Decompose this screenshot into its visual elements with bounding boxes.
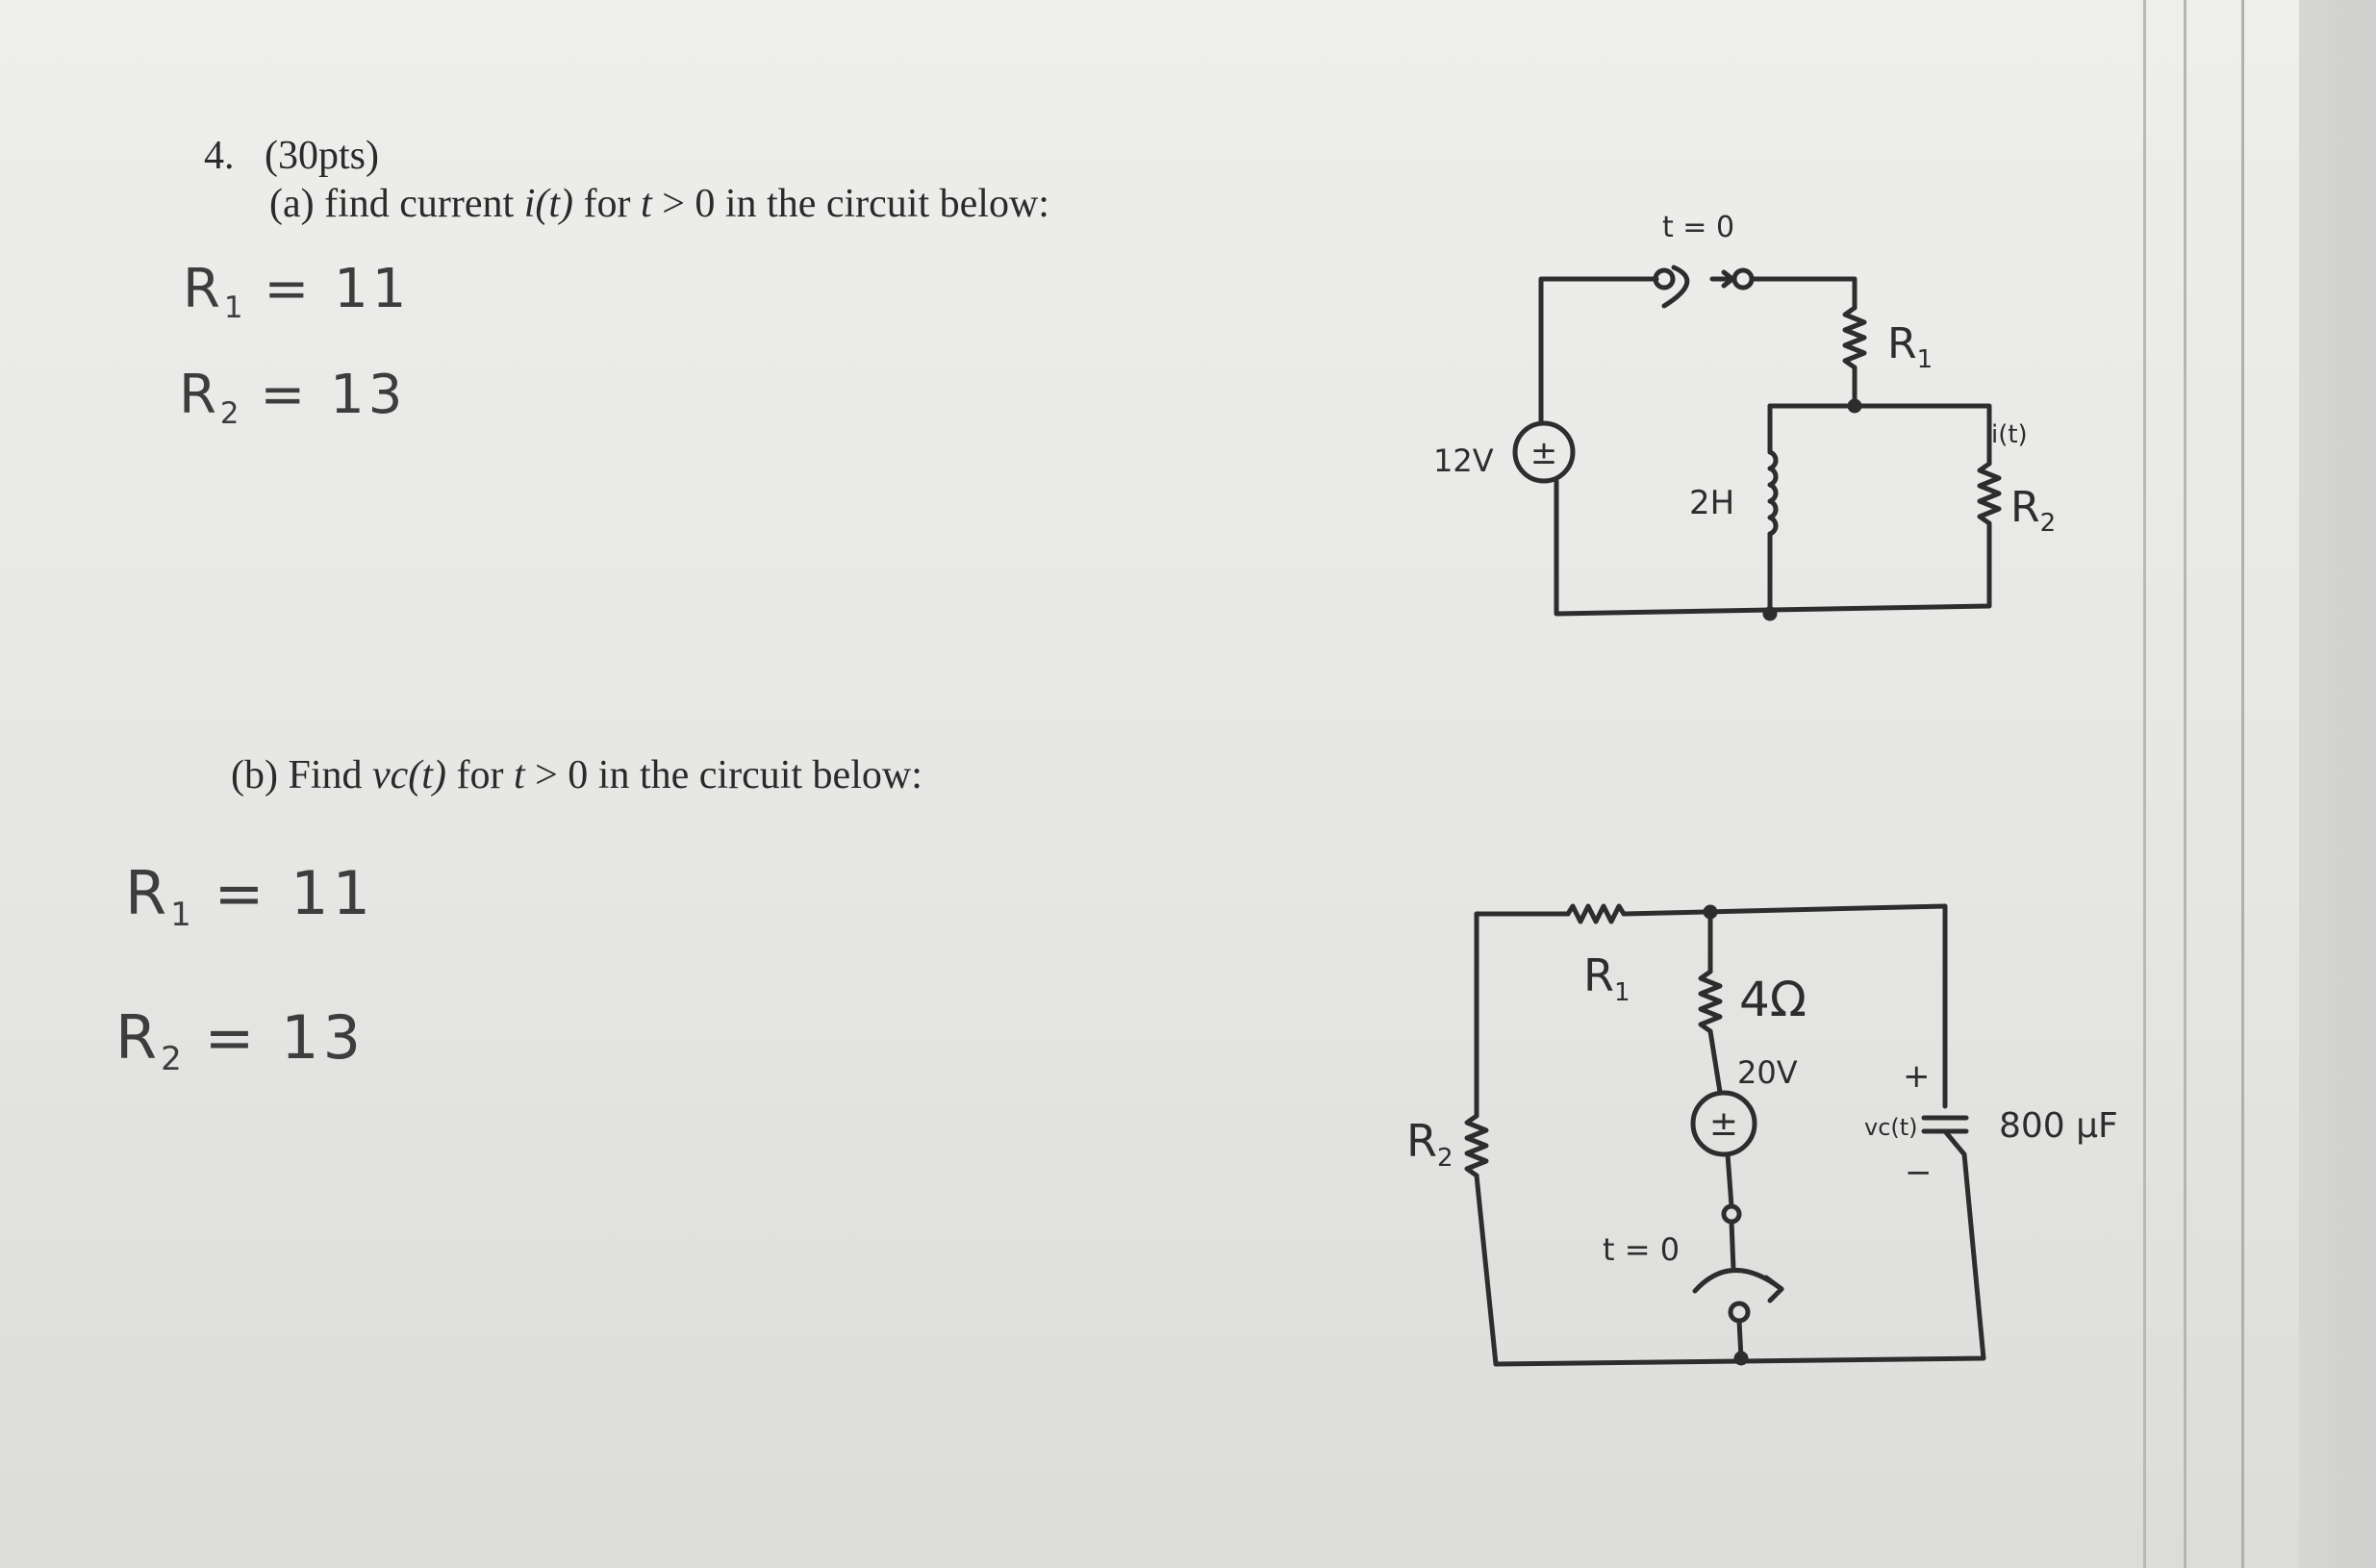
paper-stack-edge: [2299, 0, 2376, 1568]
circuit-b-switch-contact-bottom: [1728, 1301, 1751, 1324]
circuit-b-wire: [1729, 1219, 1736, 1273]
circuit-b-wire: [1707, 1028, 1723, 1095]
circuit-a-current-label: i(t): [1991, 420, 2028, 449]
circuit-b-r2-zigzag: [1464, 1113, 1489, 1178]
circuit-a-wire: [1538, 276, 1659, 426]
part-b-prompt: (b) Find vc(t) for t > 0 in the circuit …: [231, 753, 923, 797]
part-a-given-r2: R2 = 13: [179, 364, 407, 431]
circuit-a-r1-zigzag: [1842, 305, 1867, 370]
circuit-a-r1-label: R1: [1887, 319, 1933, 374]
part-b-given-r2: R2 = 13: [115, 1002, 366, 1078]
circuit-b-source-symbol: ±: [1709, 1104, 1738, 1144]
question-header: 4. (30pts): [204, 133, 379, 179]
circuit-b-cap-plus: +: [1903, 1057, 1931, 1096]
part-a-variable: i(t): [523, 182, 574, 226]
part-a-given-r1: R1 = 11: [183, 258, 411, 325]
circuit-a-wire: [1767, 403, 1992, 467]
circuit-b-cap-voltage-label: vc(t): [1864, 1114, 1918, 1141]
paper-edge-line: [2143, 0, 2146, 1568]
circuit-b-source-label: 20V: [1737, 1054, 1798, 1091]
circuit-a-node-dot: [1847, 398, 1862, 414]
circuit-a-r2-zigzag: [1977, 461, 2002, 526]
part-b-label: (b): [231, 753, 278, 797]
part-a-label: (a): [269, 182, 315, 226]
circuit-b-r1-zigzag: [1565, 903, 1627, 924]
circuit-b-cap-minus: −: [1905, 1153, 1933, 1192]
circuit-a-switch-arrow: [1709, 269, 1735, 289]
circuit-a-switch-arm: [1661, 265, 1690, 309]
circuit-a: [1512, 265, 2002, 617]
part-a-prompt: (a) find current i(t) for t > 0 in the c…: [269, 182, 1049, 226]
circuit-b-wire: [1942, 1128, 1967, 1157]
circuit-a-voltage-source: [1512, 420, 1576, 484]
circuit-a-wire: [1749, 276, 1858, 311]
circuit-a-source-label: 12V: [1433, 443, 1494, 479]
circuit-a-node-dot: [1762, 606, 1778, 621]
circuit-a-switch-contact-right: [1731, 267, 1755, 291]
circuit-b-node-dot: [1703, 904, 1718, 920]
circuit-a-switch-label: t = 0: [1662, 211, 1734, 244]
question-points: (30pts): [265, 134, 379, 178]
circuit-a-source-symbol: ±: [1530, 434, 1558, 472]
circuit-b-r-mid-zigzag: [1698, 969, 1723, 1034]
circuit-b-r2-label: R2: [1406, 1115, 1453, 1173]
circuit-b-node-dot: [1733, 1351, 1749, 1366]
circuit-b-switch-arrow: [1763, 1275, 1784, 1303]
circuit-a-switch-contact-left: [1653, 267, 1676, 291]
circuit-b-r-mid-label: 4Ω: [1739, 972, 1807, 1027]
part-b-variable: vc(t): [372, 753, 446, 797]
circuit-b-cap-value: 800 μF: [1999, 1106, 2118, 1146]
circuit-a-inductor-label: 2H: [1689, 484, 1734, 522]
part-b-given-r1: R1 = 11: [125, 858, 375, 934]
circuit-a-inductor: [1767, 449, 1779, 537]
circuit-a-r2-label: R2: [2010, 483, 2056, 538]
paper-edge-line: [2184, 0, 2186, 1568]
question-number: 4.: [204, 134, 235, 178]
circuit-b-switch-label: t = 0: [1603, 1231, 1680, 1268]
circuit-b-r1-label: R1: [1583, 949, 1630, 1007]
paper-edge-line: [2241, 0, 2244, 1568]
circuit-b-wire: [1725, 1151, 1734, 1209]
circuit-b-wire: [1621, 903, 1948, 1109]
circuit-b-voltage-source: [1690, 1090, 1757, 1157]
